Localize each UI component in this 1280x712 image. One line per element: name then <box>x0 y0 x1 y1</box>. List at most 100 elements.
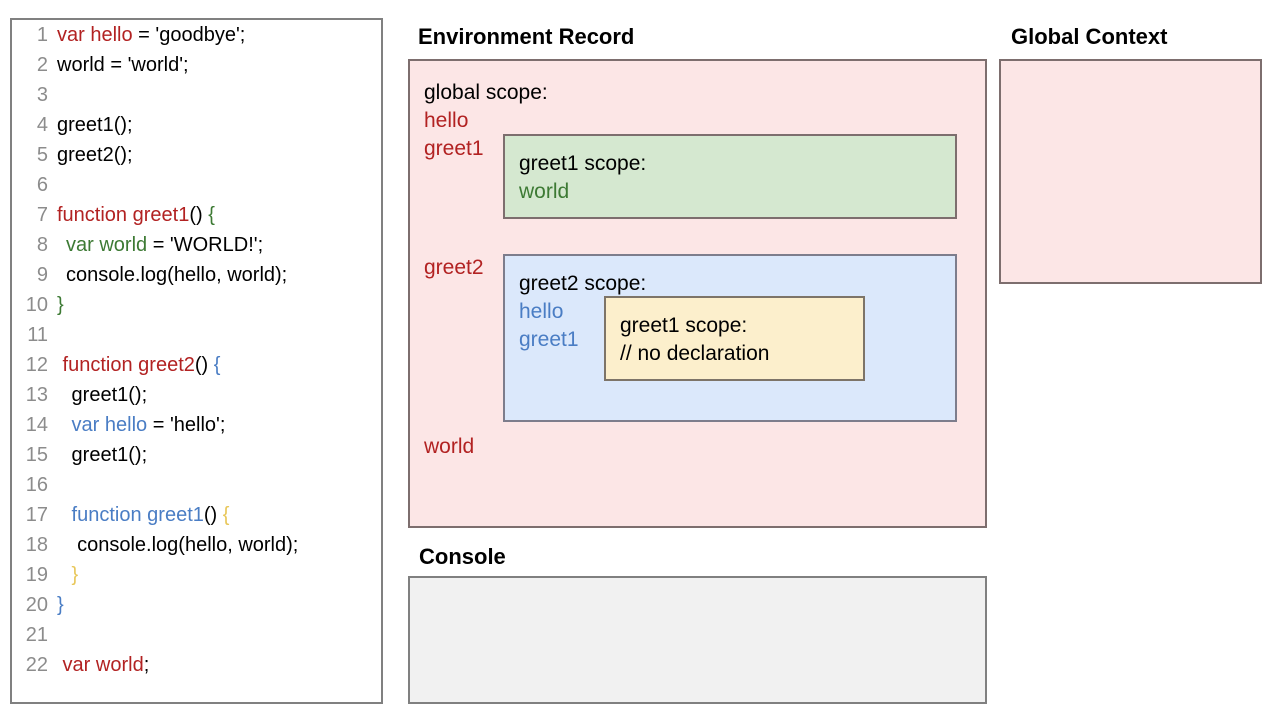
code-token: console.log(hello, world); <box>66 534 299 556</box>
line-number: 22 <box>25 654 48 676</box>
code-token: var world <box>66 234 148 256</box>
code-token: = 'goodbye'; <box>132 24 246 46</box>
code-line[interactable]: 14 var hello = 'hello'; <box>12 410 381 440</box>
global-context-box <box>999 59 1262 284</box>
code-token: greet1(); <box>66 444 148 466</box>
line-number: 5 <box>36 144 48 166</box>
line-number: 19 <box>25 564 48 586</box>
code-line-text: world = 'world'; <box>48 50 189 80</box>
code-token: } <box>57 594 64 616</box>
code-token: () <box>189 204 209 226</box>
code-token: function greet2 <box>57 354 195 376</box>
line-number: 6 <box>36 174 48 196</box>
code-line-text: var hello = 'goodbye'; <box>48 20 245 50</box>
code-line[interactable]: 17 function greet1() { <box>12 500 381 530</box>
line-number: 20 <box>25 594 48 616</box>
code-token: = 'WORLD!'; <box>147 234 264 256</box>
line-number: 18 <box>25 534 48 556</box>
code-token: { <box>208 204 215 226</box>
inner-greet1-no-declaration-comment: // no declaration <box>620 342 770 365</box>
code-token: greet2(); <box>57 144 133 166</box>
code-line-text: function greet2() { <box>48 350 221 380</box>
code-line-text: var hello = 'hello'; <box>48 410 226 440</box>
global-context-title: Global Context <box>1011 24 1168 49</box>
global-binding-world: world <box>424 435 475 458</box>
code-line-text: function greet1() { <box>48 500 230 530</box>
code-line[interactable]: 20} <box>12 590 381 620</box>
line-number: 9 <box>36 264 48 286</box>
global-scope-box: global scope: hello greet1 greet2 world … <box>408 59 987 528</box>
console-output-box[interactable] <box>408 576 987 704</box>
line-number: 10 <box>25 294 48 316</box>
greet1-scope-label: greet1 scope: <box>519 152 647 175</box>
code-line[interactable]: 12 function greet2() { <box>12 350 381 380</box>
code-line-text: greet1(); <box>48 110 133 140</box>
code-line[interactable]: 15 greet1(); <box>12 440 381 470</box>
code-line[interactable]: 5 greet2(); <box>12 140 381 170</box>
code-line-text: var world = 'WORLD!'; <box>48 230 263 260</box>
environment-record-title: Environment Record <box>418 24 635 49</box>
code-line-text: } <box>48 560 79 590</box>
code-line[interactable]: 10} <box>12 290 381 320</box>
code-token: world = 'world'; <box>57 54 189 76</box>
code-token: greet1(); <box>66 384 148 406</box>
greet1-binding-world: world <box>519 180 570 203</box>
code-line-text: function greet1() { <box>48 200 215 230</box>
line-number: 21 <box>25 624 48 646</box>
code-line[interactable]: 19 } <box>12 560 381 590</box>
code-token: function greet1 <box>66 504 204 526</box>
line-number: 11 <box>27 324 48 346</box>
greet2-binding-hello: hello <box>519 300 564 323</box>
global-scope-label: global scope: <box>424 81 548 104</box>
code-line-text: } <box>48 590 64 620</box>
line-number: 7 <box>36 204 48 226</box>
code-line[interactable]: 16 <box>12 470 381 500</box>
code-line[interactable]: 6 <box>12 170 381 200</box>
greet1-scope-box: greet1 scope: world <box>503 134 957 219</box>
greet2-scope-label: greet2 scope: <box>519 272 647 295</box>
inner-greet1-scope-label: greet1 scope: <box>620 314 748 337</box>
code-token: var world <box>57 654 144 676</box>
code-line-text: console.log(hello, world); <box>48 530 298 560</box>
code-line-text: greet1(); <box>48 380 148 410</box>
code-token: () <box>194 354 214 376</box>
code-line[interactable]: 22 var world; <box>12 650 381 680</box>
code-line[interactable]: 18 console.log(hello, world); <box>12 530 381 560</box>
code-line[interactable]: 4 greet1(); <box>12 110 381 140</box>
code-line-text: greet1(); <box>48 440 148 470</box>
code-line-text: console.log(hello, world); <box>48 260 287 290</box>
code-token: { <box>213 354 221 376</box>
global-binding-greet2: greet2 <box>424 256 484 279</box>
line-number: 13 <box>25 384 48 406</box>
line-number: 8 <box>36 234 48 256</box>
code-token: greet1(); <box>57 114 133 136</box>
code-token: } <box>57 294 64 316</box>
code-token: } <box>66 564 79 586</box>
greet2-scope-box: greet2 scope: hello greet1 greet1 scope:… <box>503 254 957 422</box>
line-number: 12 <box>25 354 48 376</box>
console-title: Console <box>419 544 506 569</box>
code-token: function greet1 <box>57 204 190 226</box>
code-token: var hello <box>57 24 133 46</box>
code-line[interactable]: 11 <box>12 320 381 350</box>
line-number: 15 <box>25 444 48 466</box>
code-line[interactable]: 13 greet1(); <box>12 380 381 410</box>
code-token: { <box>222 504 230 526</box>
global-binding-greet1: greet1 <box>424 137 484 160</box>
code-token: ; <box>143 654 150 676</box>
line-number: 4 <box>36 114 48 136</box>
code-token: = 'hello'; <box>147 414 226 436</box>
code-line-text: var world; <box>48 650 150 680</box>
line-number: 1 <box>36 24 48 46</box>
line-number: 16 <box>25 474 48 496</box>
code-line[interactable]: 21 <box>12 620 381 650</box>
line-number: 17 <box>25 504 48 526</box>
code-line[interactable]: 3 <box>12 80 381 110</box>
code-token: () <box>203 504 223 526</box>
